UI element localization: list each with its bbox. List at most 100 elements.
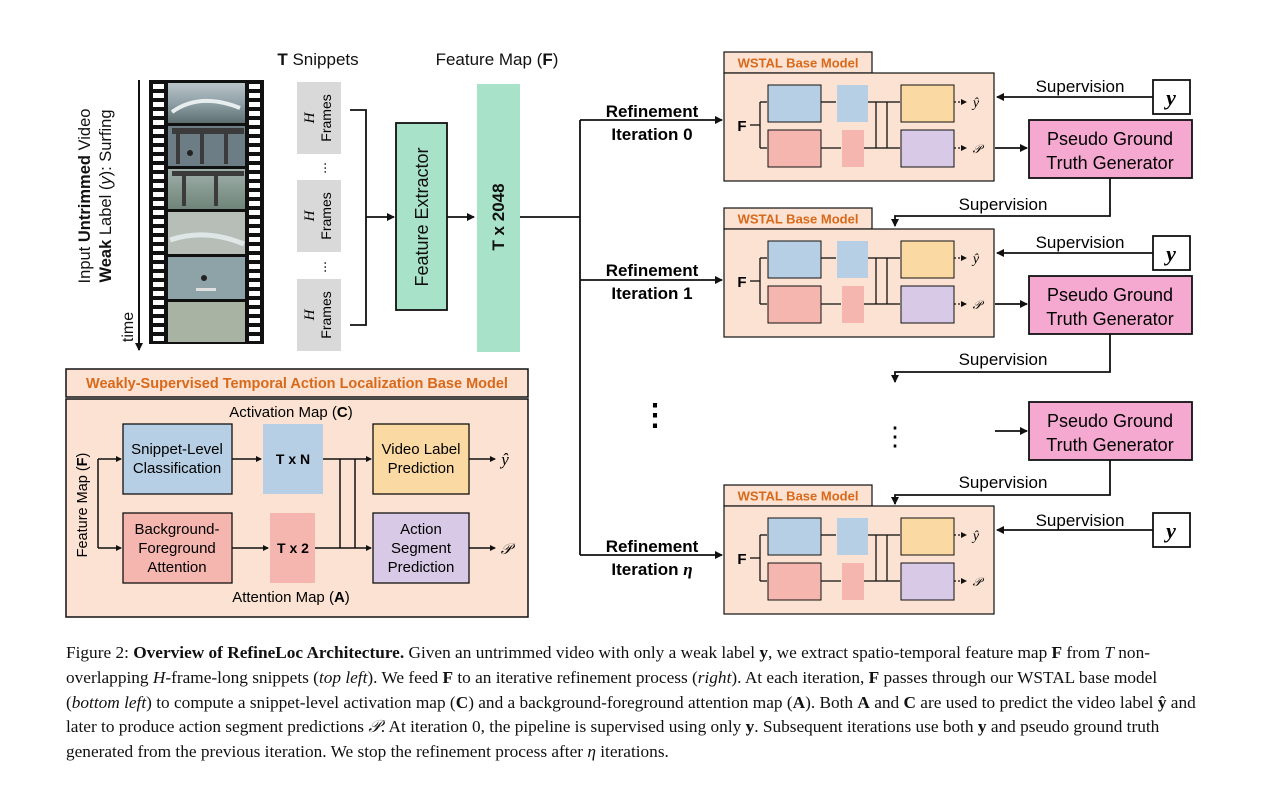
svg-text:Background-: Background-	[134, 521, 219, 538]
yhat-output: ŷ	[499, 450, 509, 469]
film-perforation	[153, 183, 164, 188]
svg-text:T x 2: T x 2	[277, 540, 309, 556]
film-perforation	[249, 264, 260, 269]
svg-text:Pseudo Ground: Pseudo Ground	[1047, 285, 1173, 305]
supervision-label-yeta: Supervision	[1036, 511, 1125, 530]
iteration-label-0: Iteration 0	[611, 125, 692, 144]
film-perforation	[249, 84, 260, 89]
film-perforation	[153, 219, 164, 224]
film-perforation	[249, 282, 260, 287]
wstal-activation-map	[837, 241, 868, 278]
feature-map-side-label: Feature Map (F)	[75, 453, 91, 558]
wstal-f-label: F	[737, 274, 746, 291]
film-perforation	[153, 129, 164, 134]
feature-extractor-label: Feature Extractor	[412, 147, 432, 286]
attention-map-box	[270, 513, 315, 583]
wstal-video-label-box	[900, 84, 955, 123]
snippet-3: H Frames	[297, 279, 341, 351]
supervision-label-pg0: Supervision	[959, 195, 1048, 214]
wstal-vdots: ⋮	[882, 421, 908, 451]
pseudo-gt-generator-eta: Pseudo Ground Truth Generator	[1028, 401, 1193, 461]
film-perforation	[153, 93, 164, 98]
iteration-label-eta: Iteration η	[611, 560, 692, 579]
weak-label-text: Weak Label (y): Surfing	[97, 109, 115, 282]
wstal-segment-box	[900, 562, 955, 601]
film-perforation	[153, 201, 164, 206]
svg-text:Attention: Attention	[147, 559, 206, 576]
film-perforation	[249, 201, 260, 206]
activation-map-label: Activation Map (C)	[229, 404, 352, 421]
film-perforation	[153, 327, 164, 332]
film-perforation	[249, 246, 260, 251]
svg-text:Snippet-Level: Snippet-Level	[131, 441, 223, 458]
wstal-activation-map	[837, 518, 868, 555]
svg-text:Frames: Frames	[318, 94, 334, 141]
feature-extractor-box	[395, 122, 448, 311]
wstal-attention-map	[842, 130, 864, 167]
film-perforation	[153, 318, 164, 323]
film-perforation	[153, 228, 164, 233]
feature-dim-label: T x 2048	[489, 183, 508, 250]
svg-text:Frames: Frames	[318, 192, 334, 239]
wstal-attention-box	[767, 562, 822, 601]
film-perforation	[153, 102, 164, 107]
pseudo-gt-generator-0: Pseudo Ground Truth Generator	[1028, 119, 1193, 179]
film-perforation	[249, 336, 260, 341]
iteration-label-1: Iteration 1	[611, 284, 692, 303]
film-perforation	[153, 165, 164, 170]
film-perforation	[249, 300, 260, 305]
svg-text:Truth Generator: Truth Generator	[1046, 153, 1173, 173]
film-perforation	[153, 264, 164, 269]
video-label-prediction-box	[372, 423, 470, 495]
action-segment-prediction-box	[372, 512, 470, 584]
snippet-1: H Frames	[297, 82, 341, 154]
feature-map-header: Feature Map (F)	[436, 50, 559, 69]
film-perforation	[249, 129, 260, 134]
wstal-classification-box	[767, 240, 822, 279]
film-perforation	[153, 291, 164, 296]
refinement-label-1: Refinement	[606, 261, 699, 280]
attention-map-label: Attention Map (A)	[232, 589, 350, 606]
film-perforation	[249, 93, 260, 98]
svg-text:H: H	[302, 308, 318, 321]
wstal-activation-map	[837, 85, 868, 122]
snippets-bracket	[350, 109, 367, 326]
film-perforation	[153, 273, 164, 278]
refinement-label-0: Refinement	[606, 102, 699, 121]
film-perforation	[153, 282, 164, 287]
film-perforation	[249, 219, 260, 224]
activation-map-box	[263, 424, 323, 494]
svg-text:Truth Generator: Truth Generator	[1046, 309, 1173, 329]
film-perforation	[153, 246, 164, 251]
supervision-label-y1: Supervision	[1036, 233, 1125, 252]
wstal-attention-map	[842, 286, 864, 323]
base-model-panel: Weakly-Supervised Temporal Action Locali…	[65, 368, 529, 618]
pseudo-gt-generator-1: Pseudo Ground Truth Generator	[1028, 275, 1193, 335]
wstal-yhat: ŷ	[971, 252, 980, 267]
svg-text:H: H	[302, 111, 318, 124]
film-perforation	[249, 318, 260, 323]
supervision-label-pgeta: Supervision	[959, 473, 1048, 492]
refinement-label-eta: Refinement	[606, 537, 699, 556]
svg-text:y: y	[1163, 518, 1176, 543]
film-perforation	[249, 120, 260, 125]
wstal-attention-box	[767, 285, 822, 324]
snippet-classification-box	[122, 423, 233, 495]
y-box-0: y	[1152, 79, 1191, 115]
time-label: time	[120, 312, 137, 342]
wstal-yhat: ŷ	[971, 529, 980, 544]
supervision-label-y0: Supervision	[1036, 77, 1125, 96]
wstal-video-label-box	[900, 517, 955, 556]
video-frame-1	[168, 83, 245, 123]
film-perforation	[249, 228, 260, 233]
svg-text:Pseudo Ground: Pseudo Ground	[1047, 129, 1173, 149]
svg-text:y: y	[1163, 85, 1176, 110]
film-perforation	[249, 273, 260, 278]
film-perforation	[249, 309, 260, 314]
y-box-1: y	[1152, 235, 1191, 271]
wstal-classification-box	[767, 84, 822, 123]
wstal-classification-box	[767, 517, 822, 556]
film-perforation	[153, 84, 164, 89]
film-perforation	[249, 183, 260, 188]
film-perforation	[249, 138, 260, 143]
